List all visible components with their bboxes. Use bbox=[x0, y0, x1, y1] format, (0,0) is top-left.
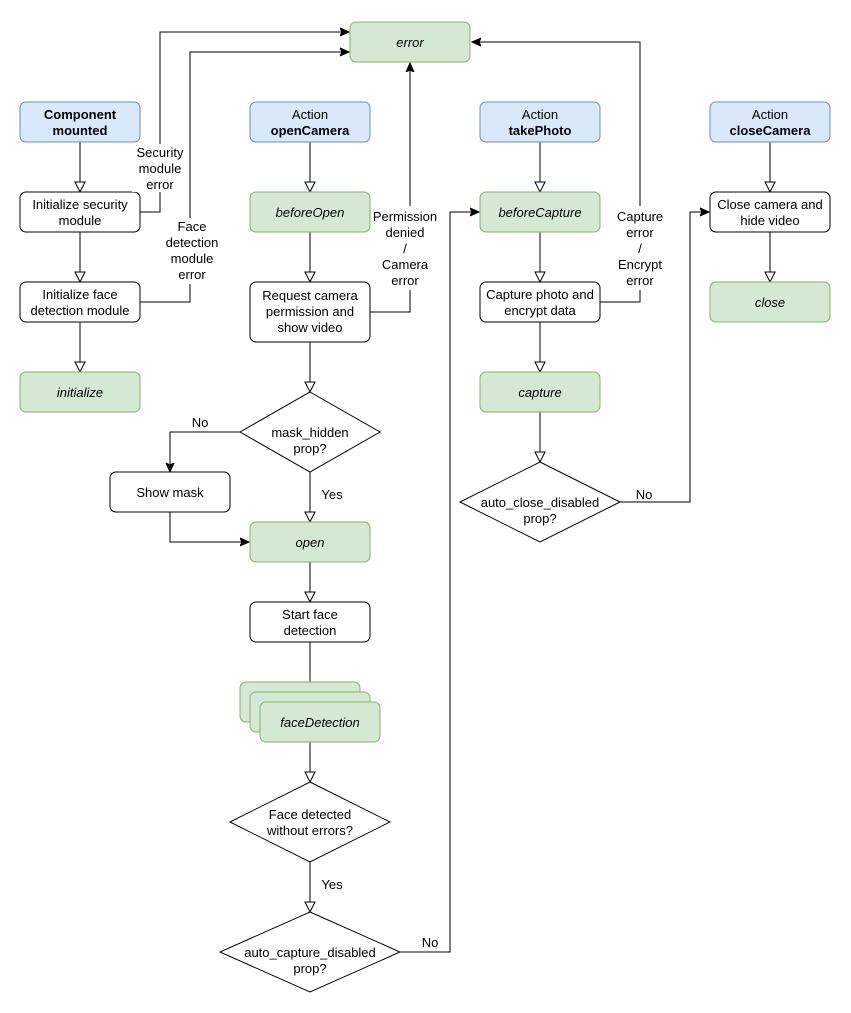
node-initialize: initialize bbox=[19, 371, 141, 413]
label-permission-error-line3: / bbox=[403, 241, 407, 256]
node-capture-label: capture bbox=[518, 385, 561, 400]
node-init-security-line1: Initialize security bbox=[32, 197, 128, 212]
node-component-mounted-line2: mounted bbox=[53, 123, 108, 138]
node-face-detected-line1: Face detected bbox=[269, 807, 351, 822]
edge-show-mask-to-open bbox=[169, 512, 249, 542]
node-auto-close-line2: prop? bbox=[523, 511, 556, 526]
label-face-module-error-line3: module bbox=[171, 251, 214, 266]
label-capture-error-line1: Capture bbox=[617, 209, 663, 224]
label-auto-close-no: No bbox=[636, 487, 653, 502]
label-capture-error-line4: Encrypt bbox=[618, 257, 662, 272]
node-capture: capture bbox=[479, 371, 601, 413]
node-component-mounted: Component mounted bbox=[19, 101, 141, 143]
node-init-face-line1: Initialize face bbox=[42, 287, 117, 302]
edge-mask-no bbox=[170, 431, 240, 472]
node-before-open: beforeOpen bbox=[249, 191, 371, 233]
node-component-mounted-line1: Component bbox=[44, 107, 117, 122]
node-face-detection: faceDetection bbox=[239, 681, 381, 743]
label-security-error-line1: Security bbox=[137, 145, 184, 160]
node-start-face-line2: detection bbox=[284, 623, 337, 638]
node-init-face: Initialize face detection module bbox=[19, 281, 141, 323]
label-permission-error-line2: denied bbox=[385, 225, 424, 240]
label-permission-error: Permission denied / Camera error bbox=[373, 206, 437, 290]
label-permission-error-line1: Permission bbox=[373, 209, 437, 224]
node-error: error bbox=[349, 21, 471, 63]
node-capture-photo-line2: encrypt data bbox=[504, 303, 576, 318]
node-capture-photo-line1: Capture photo and bbox=[486, 287, 594, 302]
node-auto-close-line1: auto_close_disabled bbox=[481, 495, 600, 510]
label-mask-no: No bbox=[192, 415, 209, 430]
node-mask-hidden: mask_hidden prop? bbox=[238, 391, 382, 473]
node-start-face-line1: Start face bbox=[282, 607, 338, 622]
node-start-face-detection: Start face detection bbox=[249, 601, 371, 643]
nodes: error Component mounted Initialize secur… bbox=[19, 21, 831, 993]
node-initialize-label: initialize bbox=[57, 385, 103, 400]
edge-labels: Security module error Face detection mod… bbox=[132, 144, 668, 950]
label-security-error-line2: module bbox=[139, 161, 182, 176]
node-error-label: error bbox=[396, 35, 424, 50]
node-action-close-line2: closeCamera bbox=[730, 123, 812, 138]
node-close-label: close bbox=[755, 295, 785, 310]
node-close-camera-line1: Close camera and bbox=[717, 197, 823, 212]
node-auto-capture-line2: prop? bbox=[293, 961, 326, 976]
label-security-error: Security module error bbox=[132, 144, 188, 192]
label-face-module-error: Face detection module error bbox=[164, 218, 220, 284]
edge-capture-error bbox=[472, 42, 641, 303]
label-permission-error-line5: error bbox=[391, 273, 419, 288]
node-close: close bbox=[709, 281, 831, 323]
edge-face-module-error bbox=[140, 52, 349, 303]
node-show-mask: Show mask bbox=[109, 471, 231, 513]
node-action-open-line1: Action bbox=[292, 107, 328, 122]
edge-permission-error bbox=[370, 63, 410, 313]
node-request-camera-line1: Request camera bbox=[262, 288, 358, 303]
label-face-yes: Yes bbox=[321, 877, 343, 892]
node-action-close-line1: Action bbox=[752, 107, 788, 122]
node-before-capture-label: beforeCapture bbox=[498, 205, 581, 220]
node-auto-close: auto_close_disabled prop? bbox=[458, 461, 622, 543]
label-mask-yes: Yes bbox=[321, 487, 343, 502]
label-auto-capture-no: No bbox=[422, 935, 439, 950]
node-close-camera: Close camera and hide video bbox=[709, 191, 831, 233]
node-auto-capture: auto_capture_disabled prop? bbox=[218, 911, 402, 993]
label-face-module-error-line1: Face bbox=[178, 219, 207, 234]
node-open: open bbox=[249, 521, 371, 563]
node-before-open-label: beforeOpen bbox=[276, 205, 345, 220]
label-capture-error-line3: / bbox=[638, 241, 642, 256]
face-detection-stack-front bbox=[259, 701, 381, 743]
node-init-security-line2: module bbox=[59, 213, 102, 228]
node-action-close-camera: Action closeCamera bbox=[709, 101, 831, 143]
node-open-label: open bbox=[296, 535, 325, 550]
edge-auto-capture-no bbox=[400, 212, 479, 953]
node-action-open-camera: Action openCamera bbox=[249, 101, 371, 143]
node-face-detection-label: faceDetection bbox=[280, 715, 360, 730]
node-face-detected-line2: without errors? bbox=[266, 823, 353, 838]
node-mask-hidden-line1: mask_hidden bbox=[271, 425, 348, 440]
node-action-photo-line1: Action bbox=[522, 107, 558, 122]
label-capture-error-line5: error bbox=[626, 273, 654, 288]
node-capture-photo: Capture photo and encrypt data bbox=[479, 281, 601, 323]
node-init-security: Initialize security module bbox=[19, 191, 141, 233]
label-face-module-error-line2: detection bbox=[166, 235, 219, 250]
node-action-photo-line2: takePhoto bbox=[509, 123, 572, 138]
node-request-camera: Request camera permission and show video bbox=[249, 281, 371, 343]
label-permission-error-line4: Camera bbox=[382, 257, 429, 272]
node-action-take-photo: Action takePhoto bbox=[479, 101, 601, 143]
node-close-camera-line2: hide video bbox=[740, 213, 799, 228]
node-show-mask-label: Show mask bbox=[136, 485, 204, 500]
node-before-capture: beforeCapture bbox=[479, 191, 601, 233]
edge-auto-close-no bbox=[620, 212, 709, 503]
node-request-camera-line3: show video bbox=[277, 320, 342, 335]
node-face-detected: Face detected without errors? bbox=[228, 781, 392, 863]
node-init-face-line2: detection module bbox=[30, 303, 129, 318]
node-mask-hidden-line2: prop? bbox=[293, 441, 326, 456]
edge-security-error bbox=[140, 32, 349, 213]
label-capture-error: Capture error / Encrypt error bbox=[612, 206, 668, 290]
label-face-module-error-line4: error bbox=[178, 267, 206, 282]
node-request-camera-line2: permission and bbox=[266, 304, 354, 319]
label-capture-error-line2: error bbox=[626, 225, 654, 240]
node-auto-capture-line1: auto_capture_disabled bbox=[244, 945, 376, 960]
node-action-open-line2: openCamera bbox=[271, 123, 351, 138]
label-security-error-line3: error bbox=[146, 177, 174, 192]
